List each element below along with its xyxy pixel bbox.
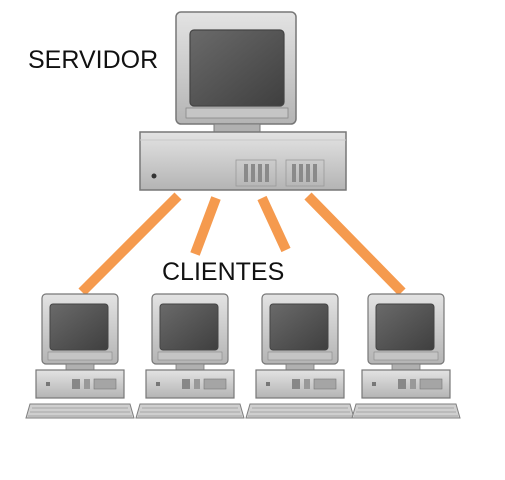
connection-line-client-4 [304,192,406,296]
desktop-server-icon [139,11,347,191]
desktop-client-icon [135,293,245,419]
connection-lines [78,192,406,296]
clients-label: CLIENTES [162,258,285,286]
desktop-client-icon [351,293,461,419]
connection-line-client-3 [257,195,291,253]
connection-line-client-1 [78,192,182,296]
server-label: SERVIDOR [28,46,159,74]
connection-line-client-2 [190,196,221,256]
desktop-client-icon [25,293,135,419]
desktop-client-icon [245,293,355,419]
